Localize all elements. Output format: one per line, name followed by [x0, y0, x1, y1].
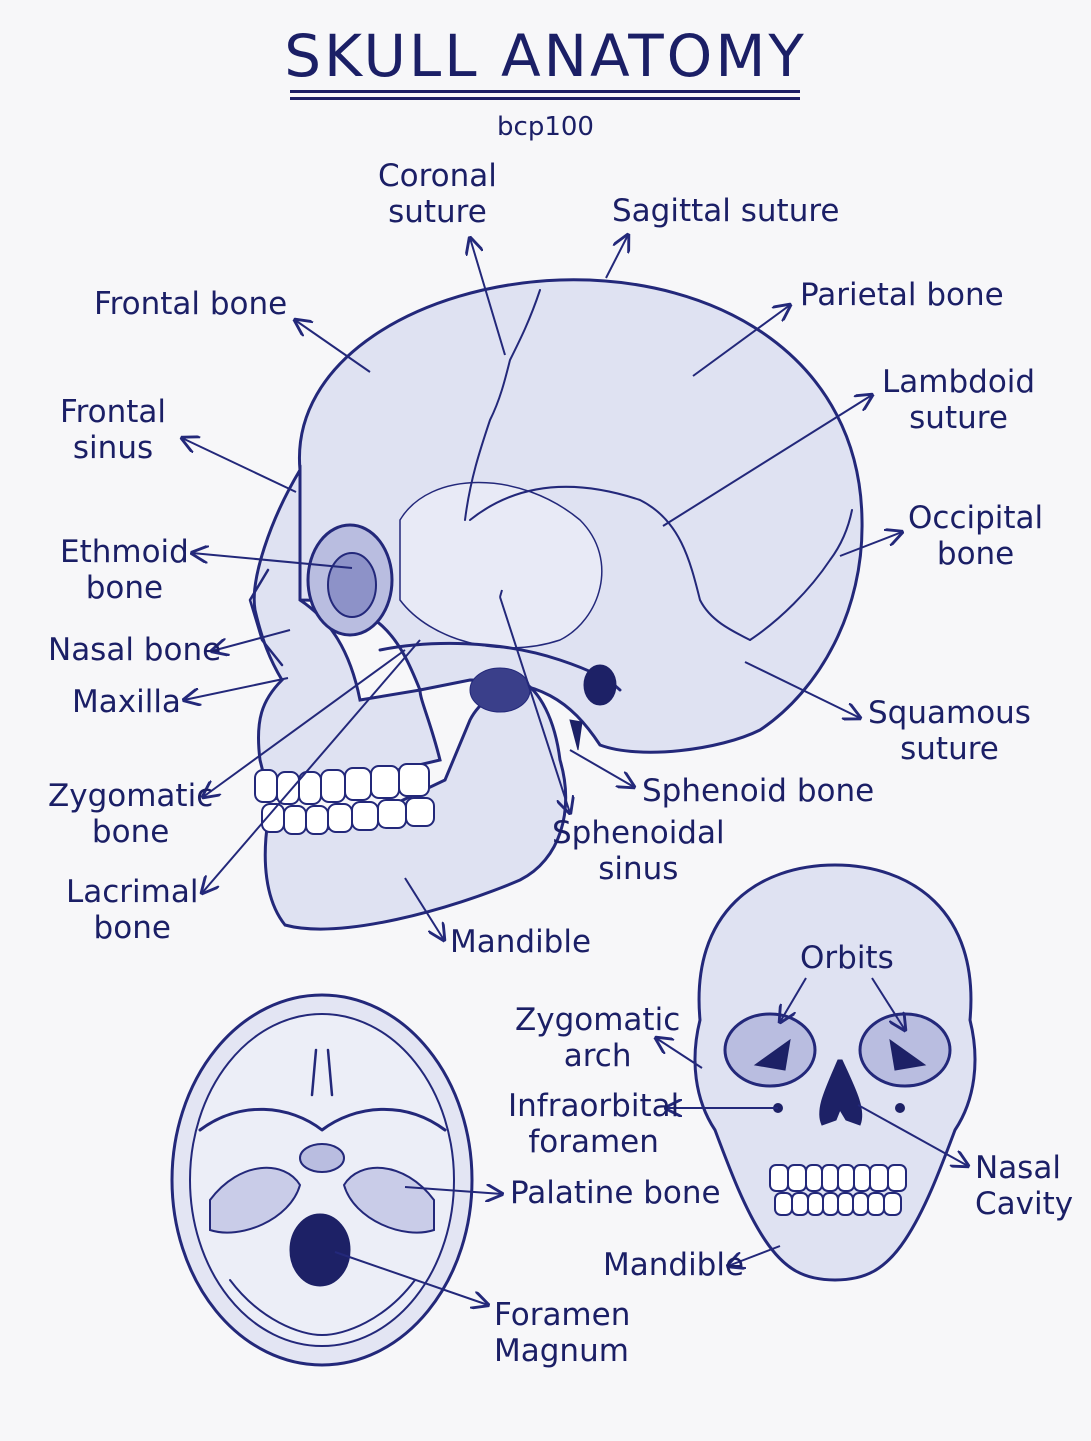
page-subtitle: bcp100: [497, 112, 594, 142]
label-zygomatic-bone: Zygomatic bone: [48, 778, 214, 850]
title-underline-bottom: [290, 97, 800, 100]
label-sphenoidal-sinus: Sphenoidal sinus: [552, 815, 725, 887]
label-lacrimal-bone: Lacrimal bone: [66, 874, 199, 946]
frontal-skull-drawing: [693, 863, 977, 1282]
label-orbits: Orbits: [800, 940, 894, 976]
label-mandible-frontal: Mandible: [603, 1247, 745, 1283]
label-frontal-bone: Frontal bone: [94, 286, 288, 322]
label-occipital-bone: Occipital bone: [908, 500, 1044, 572]
label-nasal-bone: Nasal bone: [48, 632, 222, 668]
label-zygomatic-arch: Zygomatic arch: [515, 1002, 681, 1074]
page-title: SKULL ANATOMY: [284, 22, 807, 90]
label-sagittal-suture: Sagittal suture: [612, 193, 840, 229]
label-squamous-suture: Squamous suture: [868, 695, 1031, 767]
label-frontal-sinus: Frontal sinus: [60, 394, 167, 466]
label-coronal-suture: Coronal suture: [378, 158, 497, 230]
label-parietal-bone: Parietal bone: [800, 277, 1004, 313]
label-sphenoid-bone: Sphenoid bone: [642, 773, 875, 809]
label-nasal-cavity: Nasal Cavity: [975, 1150, 1074, 1222]
label-infraorbital-foramen: Infraorbital foramen: [508, 1088, 680, 1160]
label-ethmoid-bone: Ethmoid bone: [60, 534, 189, 606]
label-lambdoid-suture: Lambdoid suture: [882, 364, 1036, 436]
leader-arrows: [182, 235, 968, 1305]
label-palatine-bone: Palatine bone: [510, 1175, 721, 1211]
label-maxilla: Maxilla: [72, 684, 181, 720]
label-foramen-magnum: Foramen Magnum: [494, 1297, 631, 1369]
cranial-base-drawing: [170, 993, 474, 1367]
lateral-skull-drawing: [248, 278, 864, 931]
label-mandible-lateral: Mandible: [450, 924, 592, 960]
title-underline-top: [290, 90, 800, 93]
